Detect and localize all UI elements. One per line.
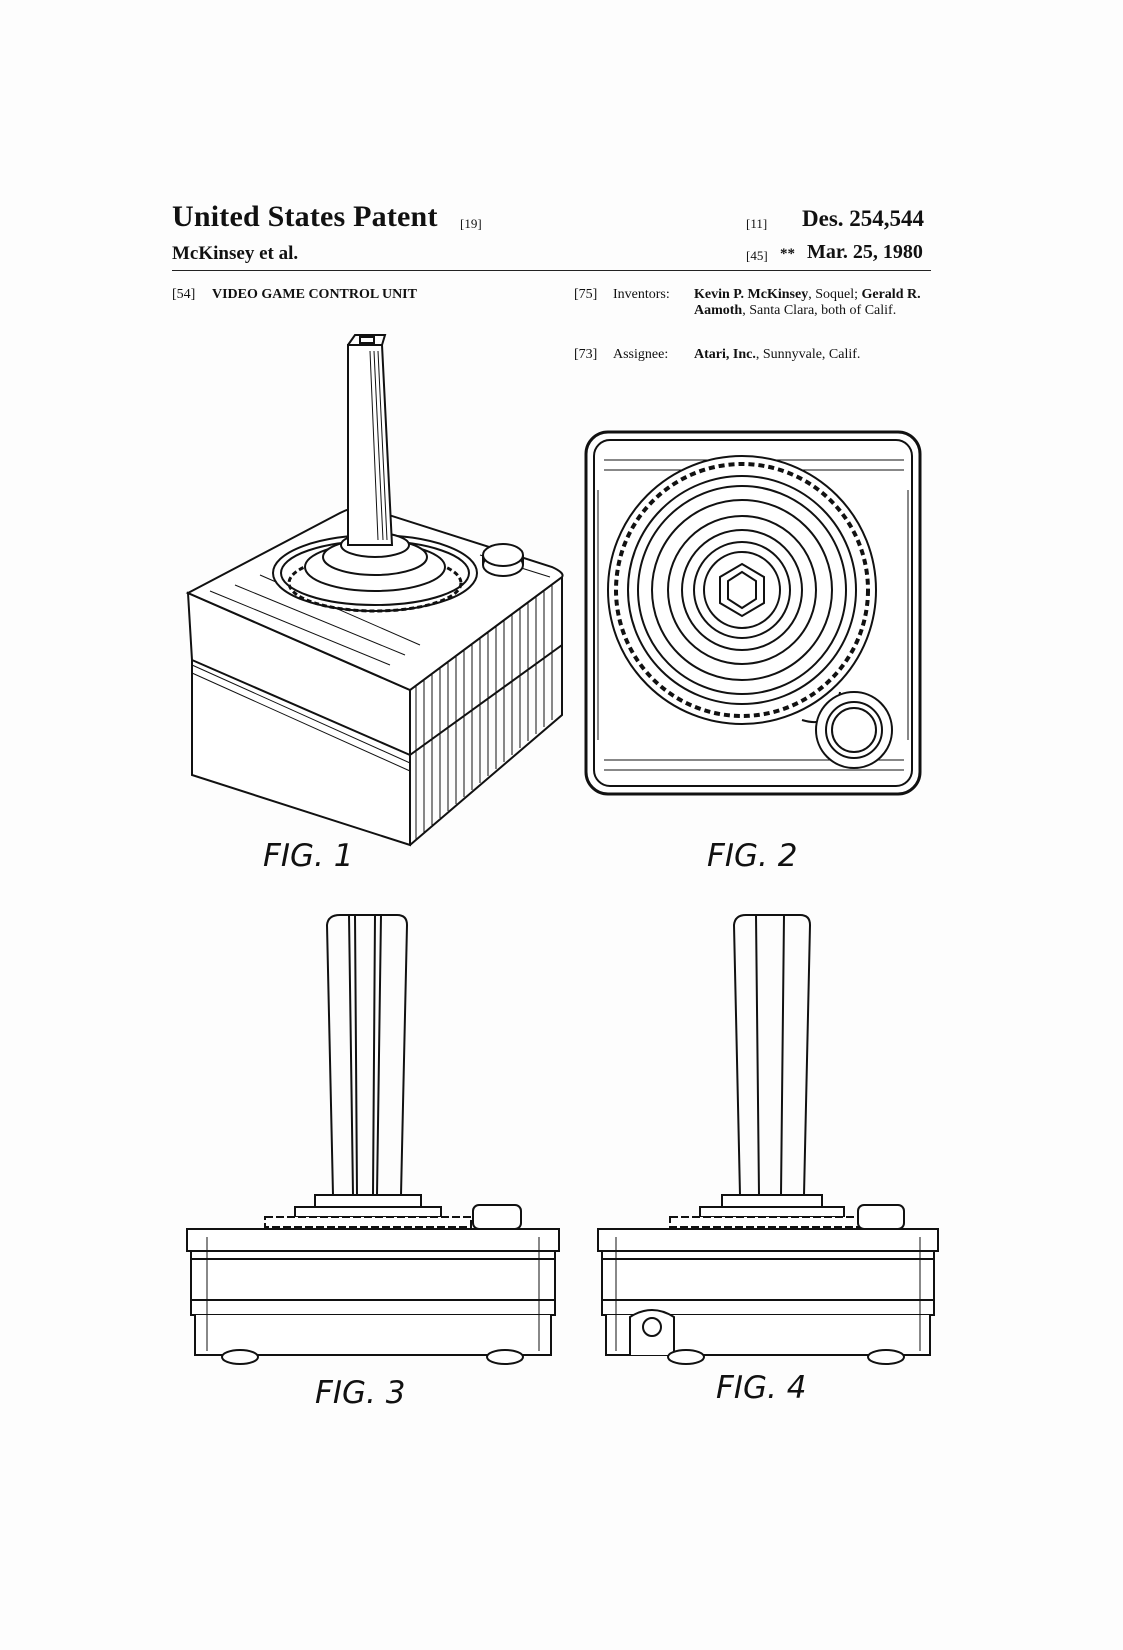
field-54-code: [54] [172, 287, 195, 303]
assignee-location: , Sunnyvale, Calif. [756, 347, 861, 362]
header-divider [172, 270, 931, 271]
fig-2-label: FIG. 2 [707, 838, 797, 874]
patent-date: Mar. 25, 1980 [807, 241, 923, 264]
patent-title: United States Patent [172, 200, 438, 234]
inventors-label: Inventors: [613, 287, 670, 303]
fig-1-perspective-drawing [180, 345, 590, 865]
date-stars: ** [780, 246, 795, 263]
assignee-value: Atari, Inc., Sunnyvale, Calif. [694, 347, 860, 363]
patent-number-code: [11] [746, 216, 767, 232]
fig-4-label: FIG. 4 [716, 1370, 806, 1406]
invention-title: VIDEO GAME CONTROL UNIT [212, 287, 417, 303]
date-code: [45] [746, 248, 768, 264]
title-code: [19] [460, 216, 482, 232]
fig-3-front-view-drawing [185, 915, 560, 1360]
authors: McKinsey et al. [172, 243, 298, 265]
patent-number: Des. 254,544 [802, 206, 924, 232]
fig-2-top-view-drawing [584, 430, 924, 800]
fig-1-label: FIG. 1 [263, 838, 353, 874]
assignee-name: Atari, Inc. [694, 347, 756, 362]
assignee-label: Assignee: [613, 347, 668, 363]
inventors-value: Kevin P. McKinsey, Soquel; Gerald R. Aam… [694, 287, 934, 319]
inventor-2-location: , Santa Clara, both of Calif. [742, 303, 896, 318]
fig-3-label: FIG. 3 [315, 1375, 405, 1411]
inventor-1-name: Kevin P. McKinsey [694, 287, 808, 302]
fig-4-rear-view-drawing [596, 915, 941, 1360]
field-75-code: [75] [574, 287, 597, 303]
inventor-1-location: , Soquel; [808, 287, 861, 302]
